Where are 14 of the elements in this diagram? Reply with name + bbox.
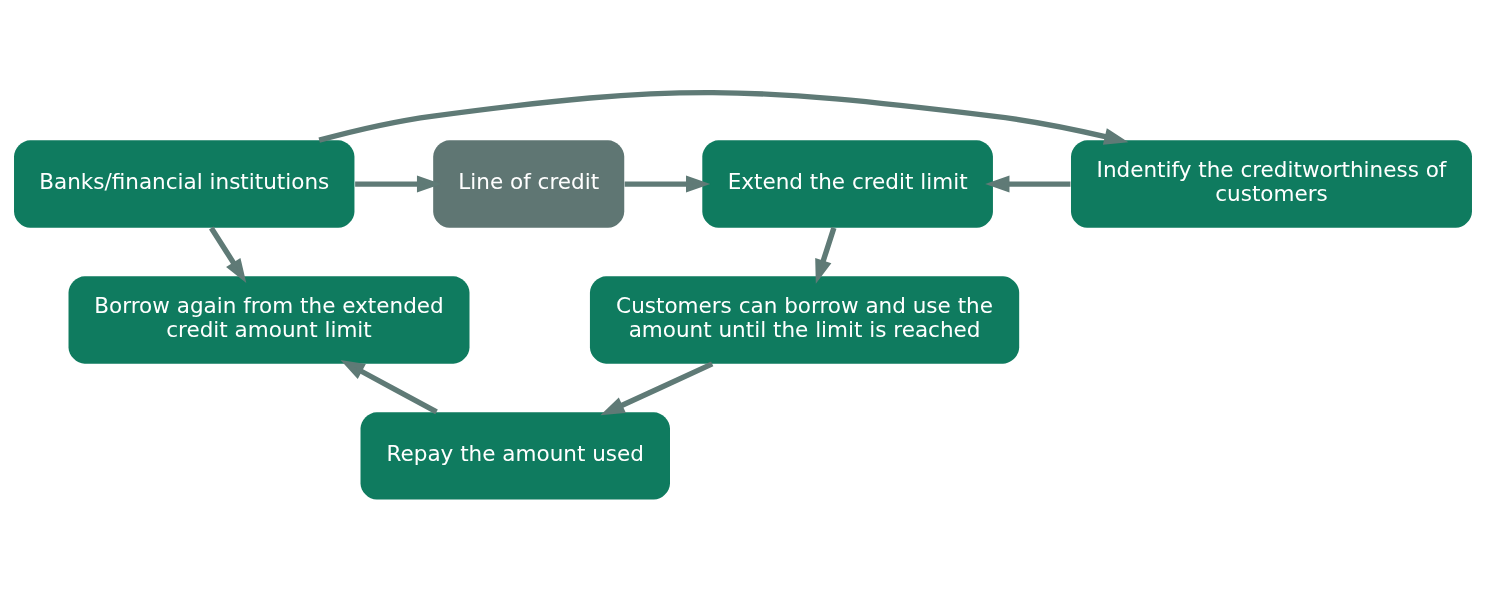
arrow [209,226,247,283]
node-box: Line of credit [433,140,625,228]
arrow [985,175,1071,193]
arrow [340,359,438,415]
node-box: Customers can borrow and use the amount until the limit is reached [589,276,1020,364]
node-box: Borrow again from the extended credit amount limit [68,276,470,364]
arrow [318,89,1129,145]
node-box: Banks/financial institutions [14,140,355,228]
arrow [600,361,714,416]
arrow [815,227,837,284]
arrow [624,175,711,193]
node-box: Extend the credit limit [702,140,993,228]
node-box: Indentify the creditworthiness of customers [1071,140,1472,228]
node-box: Repay the amount used [360,412,670,500]
